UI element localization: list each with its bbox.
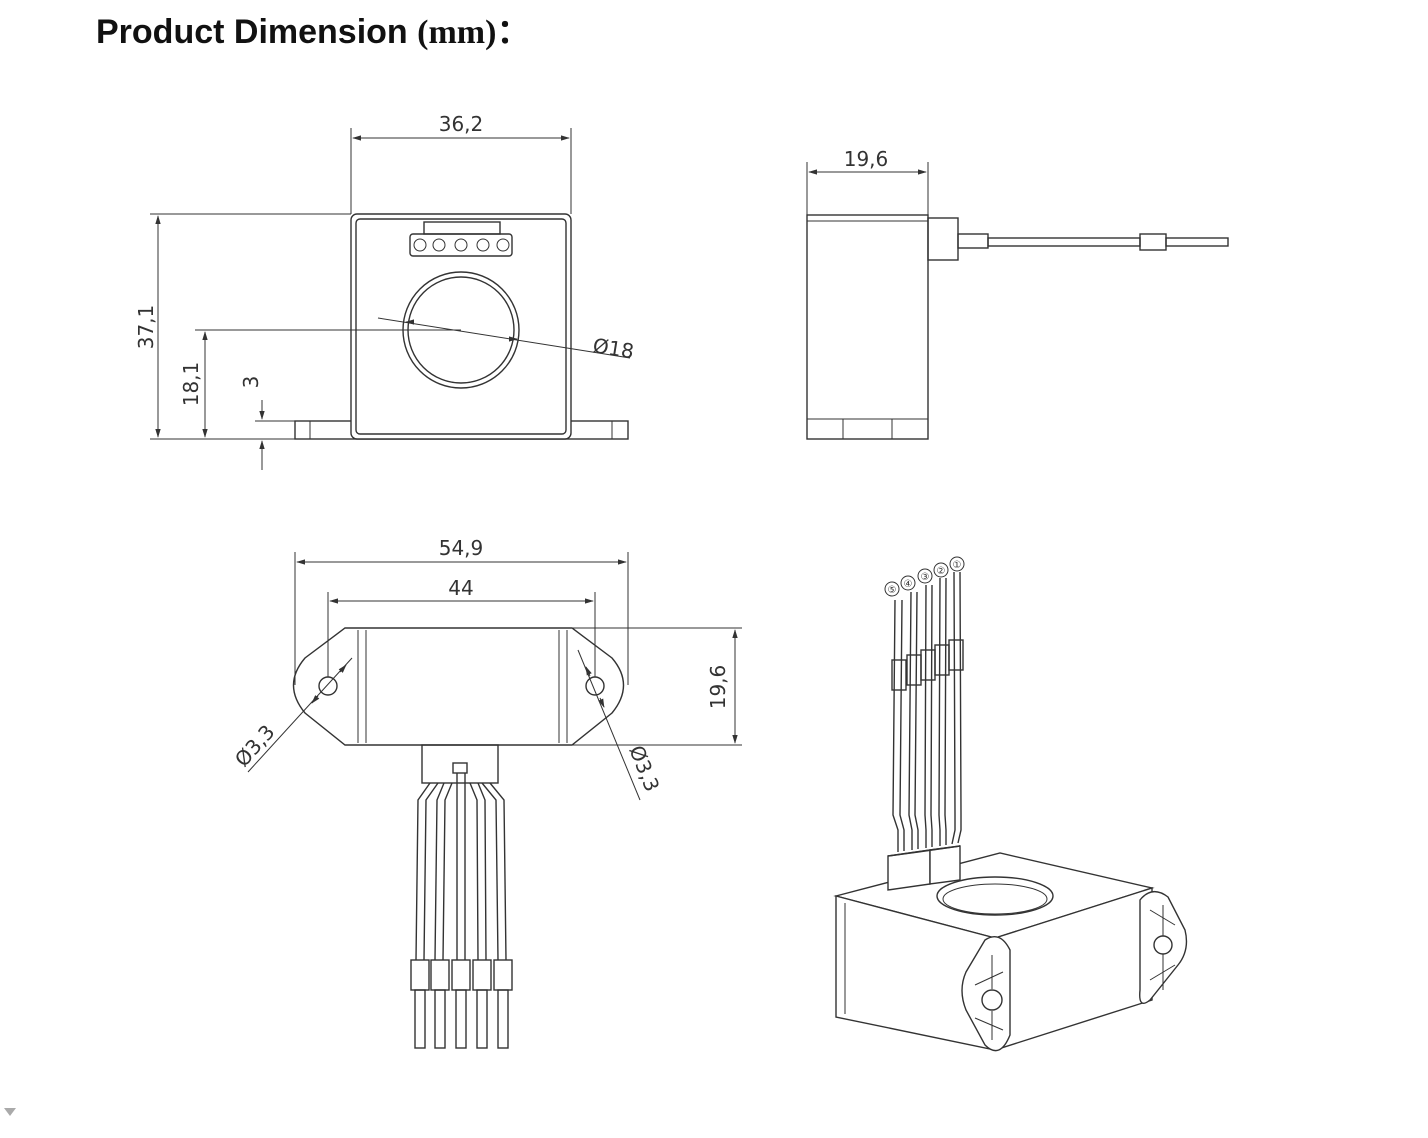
front-hole-diameter-label: Ø18 — [591, 333, 635, 363]
bottom-depth-label: 19,6 — [706, 665, 730, 710]
bottom-hole-spacing-label: 44 — [448, 576, 473, 600]
pin-4-label: ④ — [904, 579, 913, 590]
pin-3-label: ③ — [921, 572, 930, 583]
page-title: Product Dimension (mm)： — [96, 4, 530, 53]
bottom-view: 54,9 44 19,6 Ø3,3 Ø3,3 — [230, 536, 742, 1049]
center-height-label: 18,1 — [179, 362, 203, 407]
pin-labels: ⑤ ④ ③ ② ① — [884, 556, 965, 597]
front-view: Ø18 36,2 37,1 18,1 3 — [134, 112, 636, 470]
isometric-view: ⑤ ④ ③ ② ① — [833, 556, 1188, 1052]
front-width-label: 36,2 — [439, 112, 484, 136]
title-unit: (mm) — [417, 14, 497, 51]
side-depth-label: 19,6 — [844, 147, 889, 171]
mount-hole-right-label: Ø3,3 — [624, 742, 664, 795]
pin-2-label: ② — [937, 566, 946, 577]
collapse-arrow-icon[interactable] — [4, 1108, 16, 1116]
title-suffix: ： — [496, 13, 531, 51]
bottom-total-width-label: 54,9 — [439, 536, 484, 560]
pin-1-label: ① — [953, 560, 962, 571]
base-offset-label: 3 — [239, 376, 263, 389]
front-height-label: 37,1 — [134, 305, 158, 350]
side-view: 19,6 — [806, 147, 1229, 440]
title-label: Product Dimension — [96, 13, 408, 51]
pin-5-label: ⑤ — [888, 585, 897, 596]
